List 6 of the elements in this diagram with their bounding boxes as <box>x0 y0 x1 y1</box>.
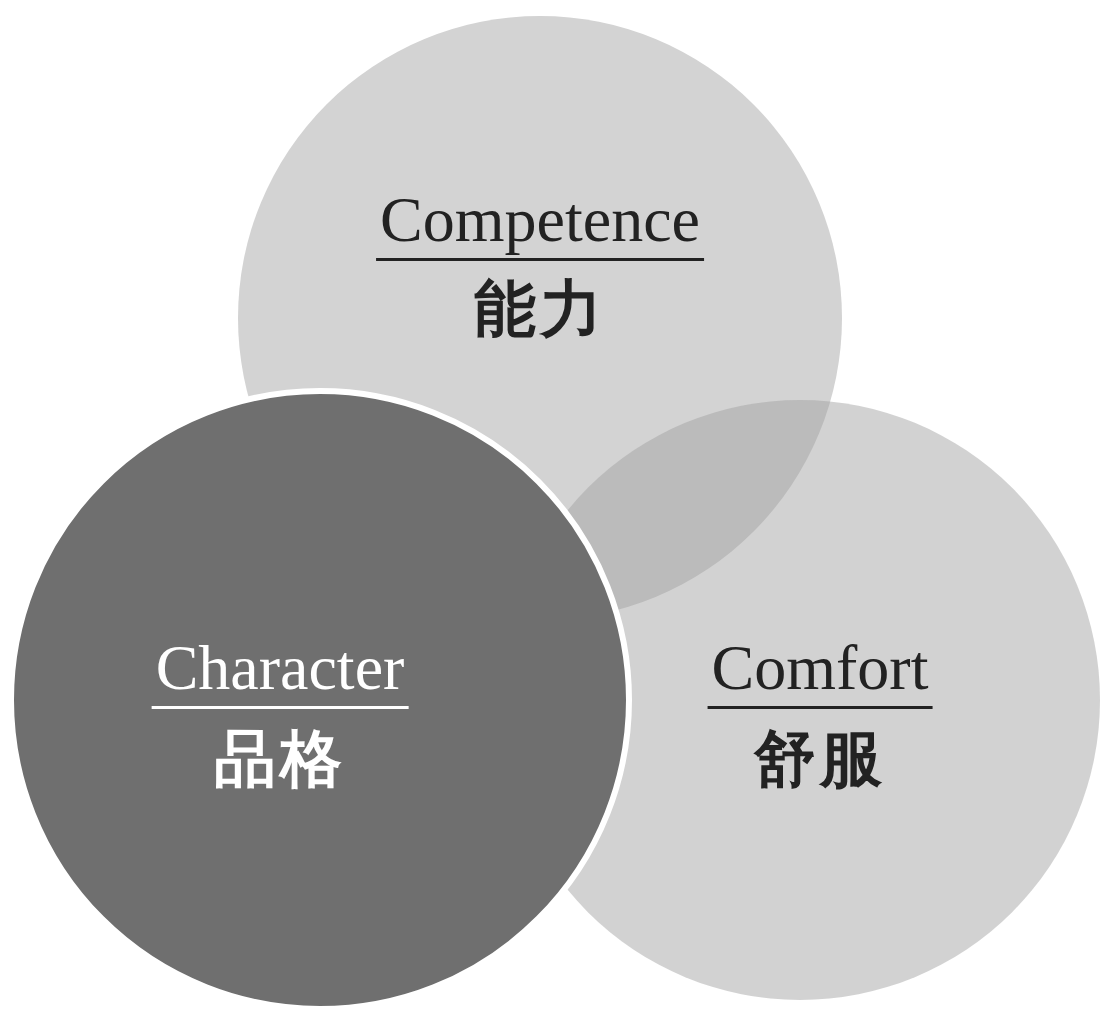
subheading-text: 舒服 <box>754 728 886 790</box>
heading-text: Competence <box>376 188 704 261</box>
heading-text: Comfort <box>707 636 933 709</box>
subheading-text: 品格 <box>214 728 346 790</box>
heading-text: Character <box>151 636 409 709</box>
subheading-text: 能力 <box>474 278 606 340</box>
